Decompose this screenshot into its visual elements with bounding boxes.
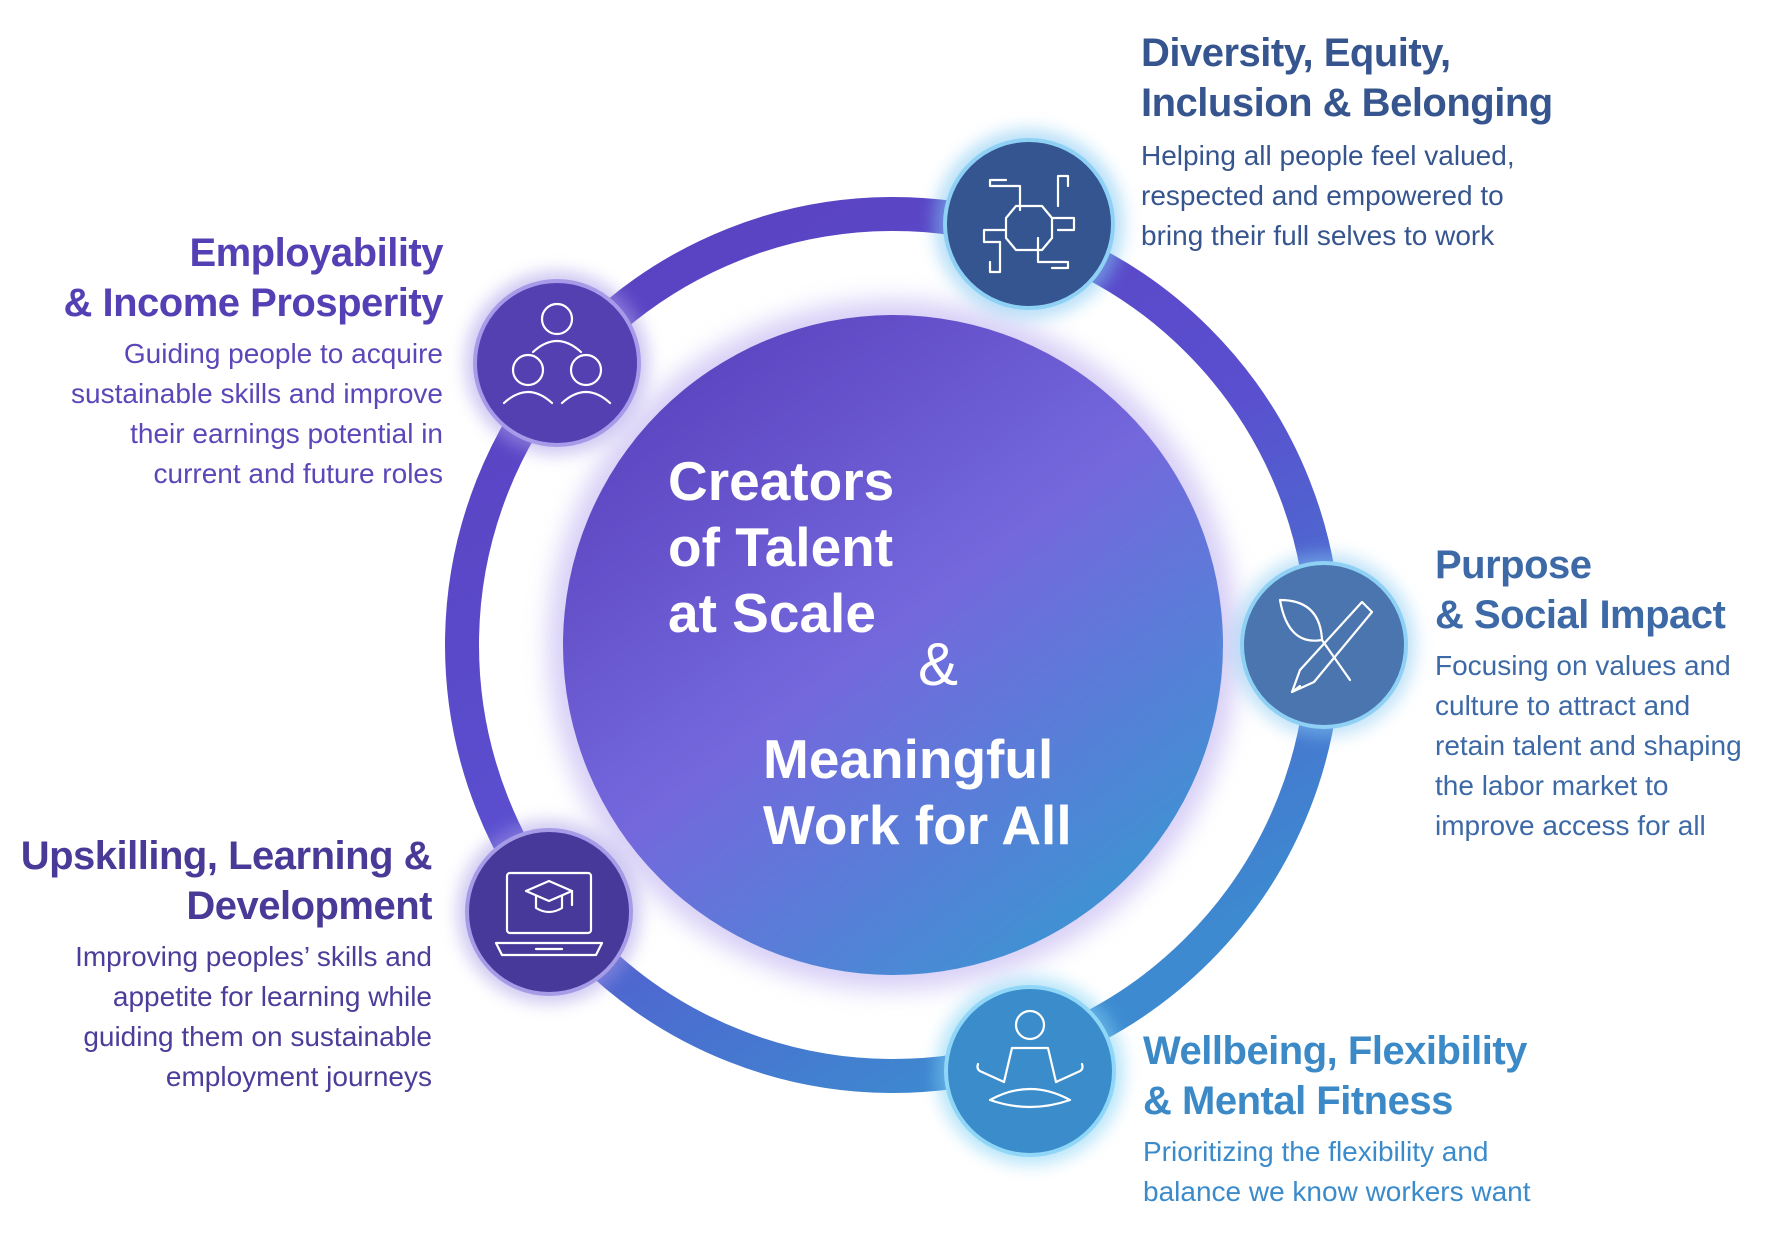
pillar-employability-title: Employability & Income Prosperity <box>63 228 443 328</box>
pillar-employability-description: Guiding people to acquire sustainable sk… <box>63 334 443 494</box>
pillar-wellbeing-desc-line: balance we know workers want <box>1143 1176 1531 1207</box>
pillar-dei: Diversity, Equity, Inclusion & Belonging… <box>1141 28 1553 256</box>
pillar-wellbeing-title: Wellbeing, Flexibility & Mental Fitness <box>1143 1026 1531 1126</box>
node-purpose <box>1232 553 1416 737</box>
pillar-dei-title-line: Diversity, Equity, <box>1141 31 1451 75</box>
pillar-dei-description: Helping all people feel valued, respecte… <box>1141 136 1553 256</box>
node-wellbeing <box>936 977 1124 1165</box>
pillar-purpose-desc-line: Focusing on values and <box>1435 650 1731 681</box>
center-disc <box>563 315 1223 975</box>
pillar-dei-desc-line: bring their full selves to work <box>1141 220 1495 251</box>
center-line-5: Work for All <box>763 794 1072 856</box>
pillar-purpose-desc-line: the labor market to <box>1435 770 1669 801</box>
center-line-1: Creators <box>668 450 895 512</box>
pillar-employability-desc-line: current and future roles <box>153 458 444 489</box>
pillar-dei-title: Diversity, Equity, Inclusion & Belonging <box>1141 28 1553 128</box>
pillar-upskilling-desc-line: Improving peoples’ skills and <box>75 941 432 972</box>
center-line-3: at Scale <box>668 582 876 644</box>
pillar-employability-desc-line: sustainable skills and improve <box>71 378 443 409</box>
pencil-leaf-icon <box>1278 598 1374 694</box>
center-line-4: Meaningful <box>763 728 1054 790</box>
pillar-wellbeing-description: Prioritizing the flexibility and balance… <box>1143 1132 1531 1212</box>
pillar-upskilling-title-line: Upskilling, Learning & <box>20 834 433 878</box>
pillar-employability: Employability & Income Prosperity Guidin… <box>63 228 443 494</box>
node-dei <box>934 129 1124 319</box>
meditation-icon <box>976 1009 1084 1109</box>
pillar-wellbeing-title-line: Wellbeing, Flexibility <box>1143 1029 1527 1073</box>
pillar-upskilling-desc-line: guiding them on sustainable <box>83 1021 432 1052</box>
pillar-upskilling-desc-line: employment journeys <box>165 1061 432 1092</box>
pillar-purpose-title: Purpose & Social Impact <box>1435 540 1742 640</box>
pillar-dei-desc-line: Helping all people feel valued, <box>1141 140 1515 171</box>
laptop-graduation-icon <box>494 871 604 957</box>
pillar-purpose: Purpose & Social Impact Focusing on valu… <box>1435 540 1742 846</box>
node-upskilling <box>457 820 641 1004</box>
pillar-upskilling-description: Improving peoples’ skills and appetite f… <box>21 937 432 1097</box>
pillar-dei-desc-line: respected and empowered to <box>1141 180 1504 211</box>
center-ampersand: & <box>918 631 959 698</box>
people-group-icon <box>502 302 612 405</box>
pillar-upskilling-title: Upskilling, Learning & Development <box>20 831 433 931</box>
node-employability <box>465 271 649 455</box>
pillar-purpose-desc-line: improve access for all <box>1435 810 1706 841</box>
pillar-purpose-title-line: & Social Impact <box>1435 593 1726 637</box>
pillar-employability-title-line: Employability <box>189 231 443 275</box>
pillar-wellbeing: Wellbeing, Flexibility & Mental Fitness … <box>1143 1026 1531 1212</box>
pillar-dei-title-line: Inclusion & Belonging <box>1141 81 1553 125</box>
pillar-purpose-description: Focusing on values and culture to attrac… <box>1435 646 1742 846</box>
hands-together-icon <box>982 174 1076 274</box>
center-title-top: Creators of Talent at Scale <box>668 448 894 646</box>
pillar-wellbeing-desc-line: Prioritizing the flexibility and <box>1143 1136 1489 1167</box>
pillar-upskilling-desc-line: appetite for learning while <box>112 981 432 1012</box>
pillar-wellbeing-title-line: & Mental Fitness <box>1143 1079 1453 1123</box>
pillar-employability-title-line: & Income Prosperity <box>63 281 443 325</box>
pillar-purpose-desc-line: culture to attract and <box>1435 690 1691 721</box>
pillar-upskilling-title-line: Development <box>186 884 432 928</box>
pillar-purpose-title-line: Purpose <box>1435 543 1592 587</box>
pillar-purpose-desc-line: retain talent and shaping <box>1435 730 1742 761</box>
pillar-employability-desc-line: Guiding people to acquire <box>123 338 443 369</box>
pillar-upskilling: Upskilling, Learning & Development Impro… <box>20 831 433 1097</box>
center-title-bottom: Meaningful Work for All <box>763 726 1072 858</box>
pillar-employability-desc-line: their earnings potential in <box>130 418 443 449</box>
center-line-2: of Talent <box>668 516 894 578</box>
